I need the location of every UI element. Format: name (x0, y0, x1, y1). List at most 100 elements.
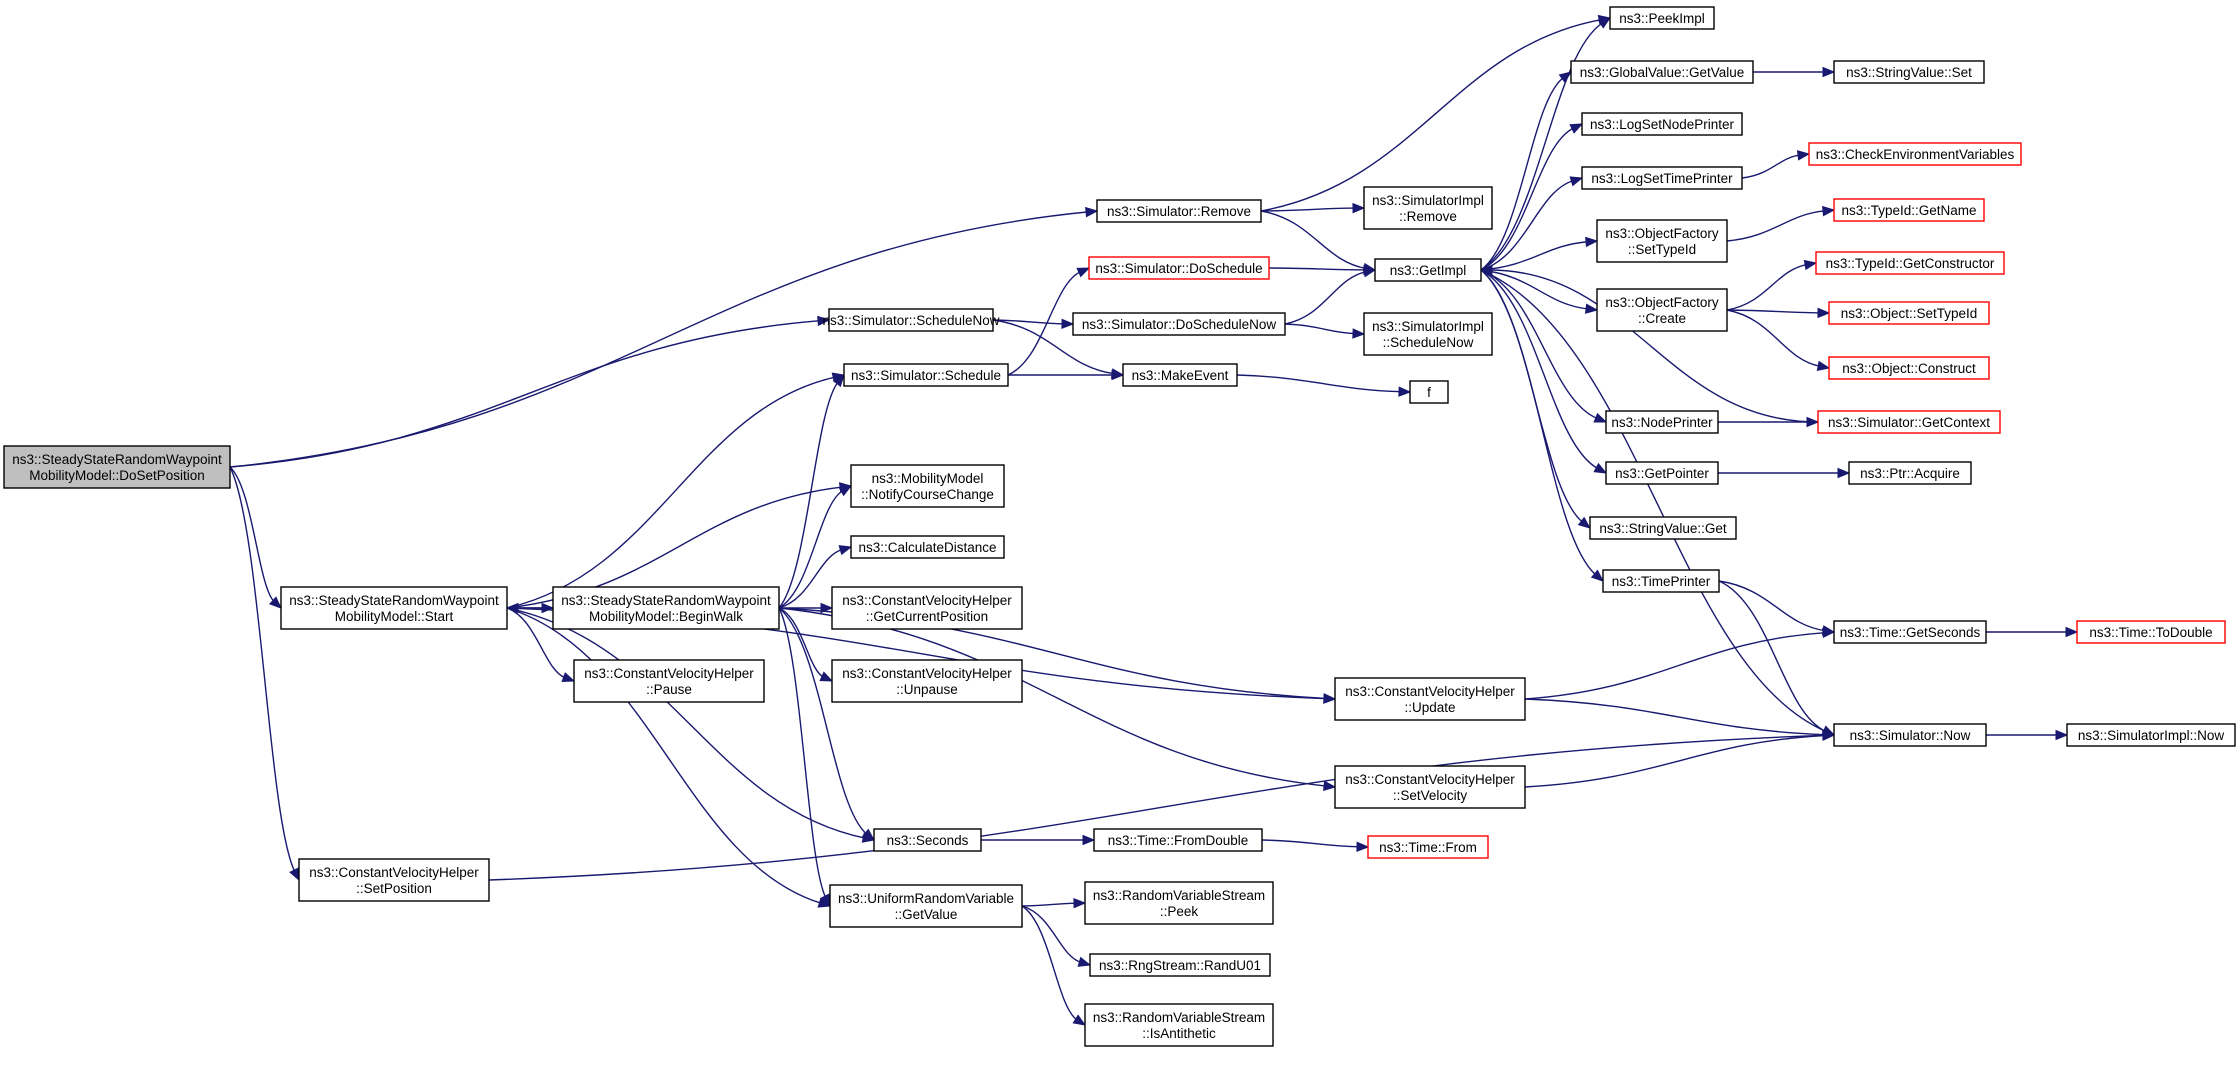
node-cvh-pause[interactable]: ns3::ConstantVelocityHelper::Pause (573, 659, 765, 703)
node-cvh-update[interactable]: ns3::ConstantVelocityHelper::Update (1334, 677, 1526, 721)
node-layer: ns3::SteadyStateRandomWaypointMobilityMo… (3, 6, 2236, 1047)
edge-sim-schedule-to-make-event (1008, 369, 1125, 381)
node-box (1828, 356, 1990, 380)
node-time-from[interactable]: ns3::Time::From (1367, 835, 1489, 859)
edge-line (1268, 267, 1367, 271)
edge-ssw-start-to-urv-get-value (506, 607, 832, 908)
node-mm-notify[interactable]: ns3::MobilityModel::NotifyCourseChange (850, 464, 1005, 508)
node-urv-get-value[interactable]: ns3::UniformRandomVariable::GetValue (829, 884, 1023, 928)
edge-line (229, 211, 1089, 468)
edge-cvh-update-to-time-get-seconds (1524, 627, 1836, 700)
edge-get-impl-to-node-printer (1480, 269, 1608, 423)
node-log-set-node-printer[interactable]: ns3::LogSetNodePrinter (1581, 112, 1743, 136)
arrowhead (561, 672, 576, 683)
node-label: ::Unpause (896, 682, 958, 697)
edge-line (1480, 269, 1599, 470)
node-calc-distance[interactable]: ns3::CalculateDistance (850, 535, 1005, 559)
edge-sim-schedule-now-to-sim-do-schedule-now (992, 318, 1075, 330)
node-label: ns3::ObjectFactory (1605, 295, 1719, 310)
node-label: ns3::ConstantVelocityHelper (584, 666, 754, 681)
node-type-id-get-name[interactable]: ns3::TypeId::GetName (1833, 198, 1985, 222)
arrowhead (1352, 202, 1366, 214)
node-sim-impl-schedule-now[interactable]: ns3::SimulatorImpl::ScheduleNow (1363, 312, 1493, 356)
node-get-impl[interactable]: ns3::GetImpl (1374, 258, 1482, 282)
edge-of-create-to-type-id-get-constructor (1726, 259, 1818, 311)
node-sim-do-schedule[interactable]: ns3::Simulator::DoSchedule (1088, 256, 1270, 280)
node-box (843, 363, 1009, 387)
node-node-printer[interactable]: ns3::NodePrinter (1605, 410, 1719, 434)
arrowhead (1593, 412, 1608, 423)
node-sim-remove[interactable]: ns3::Simulator::Remove (1096, 199, 1262, 223)
arrowhead (838, 485, 853, 497)
edge-time-get-seconds-to-time-to-double (1985, 626, 2079, 638)
node-sim-get-context[interactable]: ns3::Simulator::GetContext (1817, 410, 2001, 434)
edge-ssw-begin-walk-to-mm-notify (778, 485, 853, 609)
arrowhead (1816, 360, 1831, 372)
node-time-from-double[interactable]: ns3::Time::FromDouble (1093, 828, 1263, 852)
arrowhead (1569, 123, 1584, 134)
node-sim-impl-remove[interactable]: ns3::SimulatorImpl::Remove (1363, 186, 1493, 230)
node-root[interactable]: ns3::SteadyStateRandomWaypointMobilityMo… (3, 445, 231, 489)
node-rvs-peek[interactable]: ns3::RandomVariableStream::Peek (1084, 881, 1274, 925)
node-time-printer[interactable]: ns3::TimePrinter (1602, 569, 1720, 593)
edge-urv-get-value-to-rng-rand-u01 (1021, 905, 1092, 967)
arrowhead (1082, 834, 1096, 846)
node-time-to-double[interactable]: ns3::Time::ToDouble (2076, 620, 2226, 644)
node-f[interactable]: f (1409, 380, 1449, 404)
node-seconds[interactable]: ns3::Seconds (873, 828, 982, 852)
node-ptr-acquire[interactable]: ns3::Ptr::Acquire (1848, 461, 1972, 485)
edge-sim-remove-to-sim-impl-remove (1260, 202, 1366, 214)
node-cvh-get-current-position[interactable]: ns3::ConstantVelocityHelper::GetCurrentP… (831, 586, 1023, 630)
node-of-create[interactable]: ns3::ObjectFactory::Create (1596, 288, 1728, 332)
node-string-value-get[interactable]: ns3::StringValue::Get (1589, 516, 1737, 540)
node-sim-schedule-now[interactable]: ns3::Simulator::ScheduleNow (822, 308, 1000, 332)
node-box (1808, 142, 2022, 166)
edge-of-create-to-obj-set-type-id (1726, 307, 1831, 319)
node-cvh-set-position[interactable]: ns3::ConstantVelocityHelper::SetPosition (298, 858, 490, 902)
arrowhead (1362, 267, 1377, 278)
arrowhead (1111, 369, 1125, 381)
node-string-value-set[interactable]: ns3::StringValue::Set (1833, 60, 1985, 84)
node-label: MobilityModel::BeginWalk (589, 609, 743, 624)
node-box (1334, 765, 1526, 809)
node-ssw-start[interactable]: ns3::SteadyStateRandomWaypointMobilityMo… (280, 586, 508, 630)
node-peek-impl[interactable]: ns3::PeekImpl (1609, 6, 1715, 30)
edge-get-impl-to-of-create (1480, 269, 1599, 314)
edge-line (506, 607, 866, 839)
node-sim-schedule[interactable]: ns3::Simulator::Schedule (843, 363, 1009, 387)
node-time-get-seconds[interactable]: ns3::Time::GetSeconds (1833, 620, 1987, 644)
arrowhead (1817, 307, 1831, 319)
node-obj-set-type-id[interactable]: ns3::Object::SetTypeId (1828, 301, 1990, 325)
node-type-id-get-constructor[interactable]: ns3::TypeId::GetConstructor (1815, 251, 2005, 275)
node-label: ns3::NodePrinter (1611, 415, 1713, 430)
node-log-set-time-printer[interactable]: ns3::LogSetTimePrinter (1581, 166, 1743, 190)
node-box (1409, 380, 1449, 404)
node-sim-now[interactable]: ns3::Simulator::Now (1833, 723, 1987, 747)
node-rng-rand-u01[interactable]: ns3::RngStream::RandU01 (1089, 953, 1271, 977)
node-obj-construct[interactable]: ns3::Object::Construct (1828, 356, 1990, 380)
node-get-pointer[interactable]: ns3::GetPointer (1605, 461, 1719, 485)
node-ssw-begin-walk[interactable]: ns3::SteadyStateRandomWaypointMobilityMo… (552, 586, 780, 630)
edge-line (1007, 270, 1082, 376)
node-cvh-set-velocity[interactable]: ns3::ConstantVelocityHelper::SetVelocity (1334, 765, 1526, 809)
edge-line (1480, 269, 1589, 310)
node-check-env[interactable]: ns3::CheckEnvironmentVariables (1808, 142, 2022, 166)
node-cvh-unpause[interactable]: ns3::ConstantVelocityHelper::Unpause (831, 659, 1023, 703)
node-label: ns3::Ptr::Acquire (1860, 466, 1960, 481)
node-gv-get-value[interactable]: ns3::GlobalValue::GetValue (1570, 60, 1754, 84)
edge-line (778, 607, 827, 899)
edge-line (1741, 154, 1801, 179)
node-box (1602, 569, 1720, 593)
edge-cvh-set-position-to-sim-now (488, 730, 1836, 881)
node-make-event[interactable]: ns3::MakeEvent (1122, 363, 1238, 387)
arrowhead (1822, 205, 1836, 217)
edge-sim-do-schedule-now-to-sim-impl-schedule-now (1284, 323, 1366, 339)
node-label: ::GetValue (895, 907, 958, 922)
node-sim-impl-now[interactable]: ns3::SimulatorImpl::Now (2066, 723, 2236, 747)
edge-root-to-sim-remove (229, 206, 1099, 468)
node-label: ns3::CalculateDistance (858, 540, 996, 555)
node-rvs-is-antithetic[interactable]: ns3::RandomVariableStream::IsAntithetic (1084, 1003, 1274, 1047)
node-sim-do-schedule-now[interactable]: ns3::Simulator::DoScheduleNow (1072, 312, 1286, 336)
arrowhead (1352, 328, 1366, 339)
node-of-set-type-id[interactable]: ns3::ObjectFactory::SetTypeId (1596, 219, 1728, 263)
